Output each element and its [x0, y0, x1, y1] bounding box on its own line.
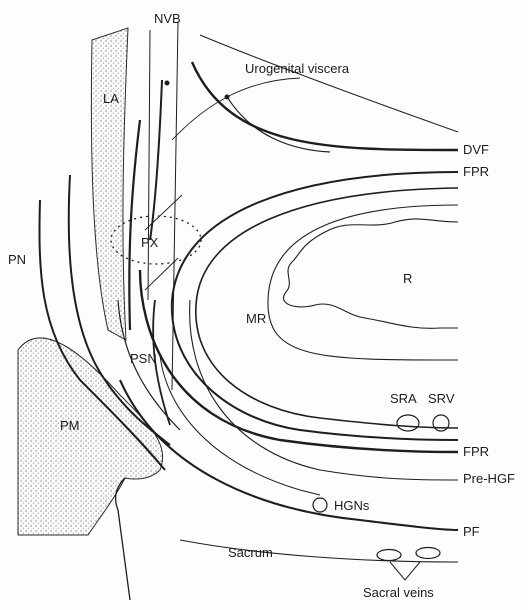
sacral-vein-right: [416, 548, 440, 559]
label-urogenital-viscera: Urogenital viscera: [245, 62, 349, 75]
sacral-veins-pointer: [390, 562, 420, 580]
label-pn: PN: [8, 253, 26, 266]
label-pf: PF: [463, 525, 480, 538]
asterisk-marker-1: [165, 81, 170, 86]
sra-vessel: [397, 415, 419, 431]
fascial-diagonal-c: [145, 258, 178, 290]
levator-ani-inner-line: [129, 120, 140, 330]
rectal-lumen: [283, 219, 458, 328]
label-pre-hgf: Pre-HGF: [463, 472, 515, 485]
sacral-vein-left: [377, 550, 401, 561]
piriformis-region: [18, 338, 163, 535]
fascial-diagonal-b: [145, 195, 182, 230]
label-sacrum: Sacrum: [228, 546, 273, 559]
label-psn: PSN: [130, 352, 157, 365]
label-dvf: DVF: [463, 143, 489, 156]
label-mr: MR: [246, 312, 266, 325]
srv-vessel: [433, 415, 449, 431]
label-sacral-veins: Sacral veins: [363, 586, 434, 599]
psn-line-b: [160, 355, 320, 495]
nvb-line-left: [148, 30, 150, 300]
label-r: R: [403, 272, 412, 285]
levator-ani-region: [91, 28, 128, 340]
label-fpr-lower: FPR: [463, 445, 489, 458]
sacrum-curve: [116, 478, 130, 600]
label-srv: SRV: [428, 392, 455, 405]
hgns-circle: [313, 498, 327, 512]
label-hgns: HGNs: [334, 499, 369, 512]
label-fpr-upper: FPR: [463, 165, 489, 178]
pre-hgf-line: [190, 300, 458, 480]
label-nvb: NVB: [154, 12, 181, 25]
label-px: PX: [141, 236, 158, 249]
label-sra: SRA: [390, 392, 417, 405]
asterisk-marker-2: [225, 95, 230, 100]
label-la: LA: [103, 92, 119, 105]
rectum-boundary: [268, 205, 458, 360]
label-pm: PM: [60, 419, 80, 432]
